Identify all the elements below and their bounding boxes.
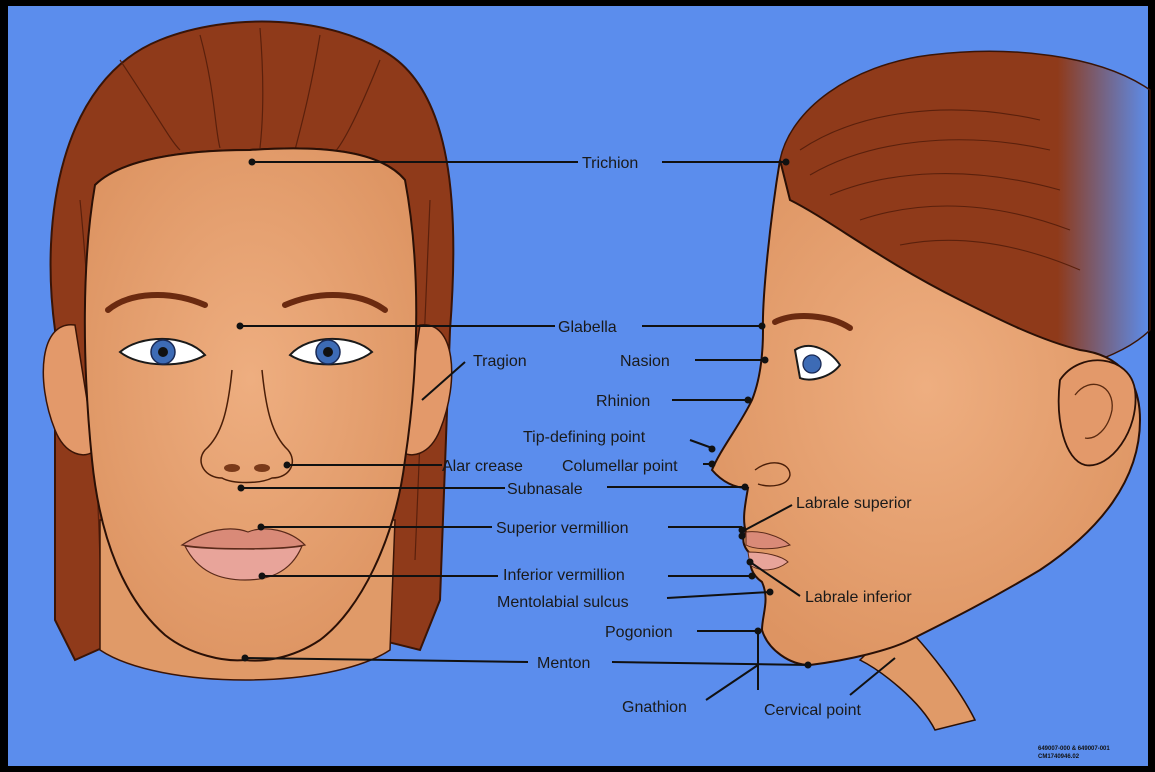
front-face-skin xyxy=(85,148,416,660)
label-trichion: Trichion xyxy=(582,155,638,172)
label-cervical-point: Cervical point xyxy=(764,702,861,719)
label-alar-crease: Alar crease xyxy=(442,458,523,475)
label-mentolabial-sulcus: Mentolabial sulcus xyxy=(497,594,629,611)
rhinion-point xyxy=(745,397,752,404)
label-glabella: Glabella xyxy=(558,319,617,336)
superior-vermillion-front-point xyxy=(258,524,265,531)
label-labrale-superior: Labrale superior xyxy=(796,495,912,512)
label-nasion: Nasion xyxy=(620,353,670,370)
glabella-profile-point xyxy=(759,323,766,330)
labrale-superior-point xyxy=(739,533,746,540)
label-pogonion: Pogonion xyxy=(605,624,673,641)
label-menton: Menton xyxy=(537,655,590,672)
label-inferior-vermillion: Inferior vermillion xyxy=(503,567,625,584)
alar-crease-point xyxy=(284,462,291,469)
label-gnathion: Gnathion xyxy=(622,699,687,716)
labrale-inferior-point xyxy=(747,559,754,566)
label-columellar-point: Columellar point xyxy=(562,458,678,475)
label-tip-defining-point: Tip-defining point xyxy=(523,429,646,446)
credit-line-2: CM1740946.02 xyxy=(1038,754,1080,760)
inferior-vermillion-profile-point xyxy=(749,573,756,580)
cervical-point-marker xyxy=(805,662,812,669)
trichion-front-point xyxy=(249,159,256,166)
subnasale-front-point xyxy=(238,485,245,492)
label-labrale-inferior: Labrale inferior xyxy=(805,589,912,606)
nasion-point xyxy=(762,357,769,364)
mentolabial-sulcus-point xyxy=(767,589,774,596)
front-face-illustration xyxy=(43,22,453,680)
trichion-profile-point xyxy=(783,159,790,166)
glabella-front-point xyxy=(237,323,244,330)
inferior-vermillion-front-point xyxy=(259,573,266,580)
profile-iris xyxy=(803,355,821,373)
tip-defining-point-marker xyxy=(709,446,716,453)
label-subnasale: Subnasale xyxy=(507,481,583,498)
columellar-point-marker xyxy=(709,461,716,468)
subnasale-profile-point xyxy=(742,484,749,491)
label-tragion: Tragion xyxy=(473,353,527,370)
label-rhinion: Rhinion xyxy=(596,393,650,410)
credit-line-1: 649007-000 & 649007-001 xyxy=(1038,746,1110,752)
superior-vermillion-profile-point xyxy=(739,527,746,534)
pogonion-point xyxy=(755,628,762,635)
label-superior-vermillion: Superior vermillion xyxy=(496,520,629,537)
menton-front-point xyxy=(242,655,249,662)
